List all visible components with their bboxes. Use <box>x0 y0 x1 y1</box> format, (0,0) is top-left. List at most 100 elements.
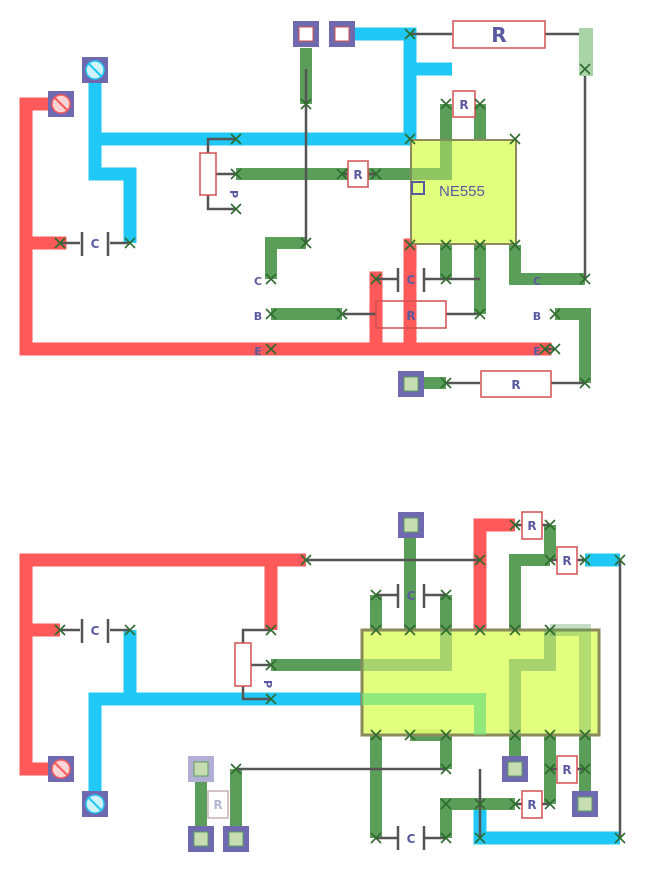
cut-marker <box>230 133 242 145</box>
cut-marker <box>474 832 486 844</box>
resistor <box>375 300 447 329</box>
chip-label: NE555 <box>439 183 485 200</box>
cut-marker <box>265 624 277 636</box>
cut-marker <box>440 239 452 251</box>
cut-marker <box>370 624 382 636</box>
transistor-emitter-label: E <box>254 345 262 358</box>
potentiometer-label: P <box>261 680 274 688</box>
cut-marker <box>300 98 312 110</box>
cut-marker <box>440 798 452 810</box>
cut-marker <box>404 28 416 40</box>
jumper <box>206 137 236 153</box>
transistor-collector-label: C <box>254 275 262 288</box>
cut-marker <box>230 168 242 180</box>
cut-marker <box>544 519 556 531</box>
screw-slot <box>54 762 68 776</box>
cut-marker <box>579 273 591 285</box>
cut-marker <box>124 237 136 249</box>
resistor-faded <box>207 790 229 819</box>
transistor-emitter-label: E <box>533 345 541 358</box>
cut-marker <box>440 624 452 636</box>
cut-marker <box>579 63 591 75</box>
trace <box>473 518 515 630</box>
trace <box>19 553 306 776</box>
cut-marker <box>440 98 452 110</box>
bottom-red-traces <box>19 518 515 776</box>
bottom-circuit: R R R R R P C C C <box>19 511 626 852</box>
resistor-label: R <box>353 168 362 182</box>
square-pad-hole <box>193 761 209 777</box>
resistor <box>521 511 543 540</box>
jumper <box>206 195 236 211</box>
trace <box>509 630 556 735</box>
resistor-label-large: R <box>491 23 506 47</box>
trace <box>411 140 452 180</box>
cut-marker <box>370 832 382 844</box>
cut-marker <box>474 239 486 251</box>
top-blue-traces <box>88 27 452 243</box>
capacitor-label: C <box>407 273 416 287</box>
resistor-label: R <box>511 378 520 392</box>
cut-marker <box>579 377 591 389</box>
cut-marker <box>549 308 561 320</box>
bottom-pads <box>48 512 598 852</box>
chip-overlap-traces <box>362 624 591 735</box>
capacitor-label: C <box>91 237 100 251</box>
ne555-chip <box>410 139 517 245</box>
cut-marker <box>544 729 556 741</box>
screw-slot <box>88 63 102 77</box>
cut-marker <box>404 729 416 741</box>
resistor-label: R <box>527 519 536 533</box>
trace <box>362 693 486 735</box>
cut-marker <box>404 239 416 251</box>
resistor-label: R <box>527 798 536 812</box>
cut-marker <box>440 377 452 389</box>
cut-marker <box>440 832 452 844</box>
resistor <box>521 790 543 819</box>
cut-marker <box>474 98 486 110</box>
potentiometer <box>199 152 217 196</box>
cut-marker <box>544 624 556 636</box>
jumper <box>241 628 271 643</box>
resistor-label: R <box>562 554 571 568</box>
jumper <box>241 686 271 701</box>
cut-marker <box>579 729 591 741</box>
cut-marker <box>230 203 242 215</box>
cut-marker <box>404 624 416 636</box>
top-cut-markers <box>54 28 591 389</box>
cut-marker <box>474 624 486 636</box>
resistor-label-faded: R <box>213 798 222 812</box>
trace <box>550 624 591 735</box>
cut-marker <box>474 798 486 810</box>
capacitor-label: C <box>407 589 416 603</box>
capacitor-label: C <box>91 624 100 638</box>
cut-marker <box>440 589 452 601</box>
square-pad-hole <box>403 517 419 533</box>
resistor <box>556 546 578 575</box>
cut-marker <box>509 519 521 531</box>
resistor-large <box>452 20 546 49</box>
top-gray-jumpers <box>60 32 587 385</box>
screw-slot <box>88 797 102 811</box>
cut-marker <box>544 763 556 775</box>
trace <box>509 245 585 285</box>
resistor-label: R <box>459 98 468 112</box>
square-pad-hole <box>577 796 593 812</box>
cut-marker <box>579 763 591 775</box>
cut-marker <box>265 693 277 705</box>
cut-marker <box>440 273 452 285</box>
screw-slot <box>54 97 68 111</box>
cut-marker <box>336 168 348 180</box>
cut-marker <box>474 554 486 566</box>
cut-marker <box>539 343 551 355</box>
square-pad-hole <box>298 26 314 42</box>
cut-marker <box>124 624 136 636</box>
cut-marker <box>544 554 556 566</box>
trace <box>88 692 362 804</box>
trace <box>362 630 452 671</box>
square-pad-hole <box>403 376 419 392</box>
transistor-base-label: B <box>254 310 262 323</box>
chip-pin1-marker <box>411 181 425 195</box>
bottom-cut-markers <box>54 519 626 844</box>
cut-marker <box>614 832 626 844</box>
